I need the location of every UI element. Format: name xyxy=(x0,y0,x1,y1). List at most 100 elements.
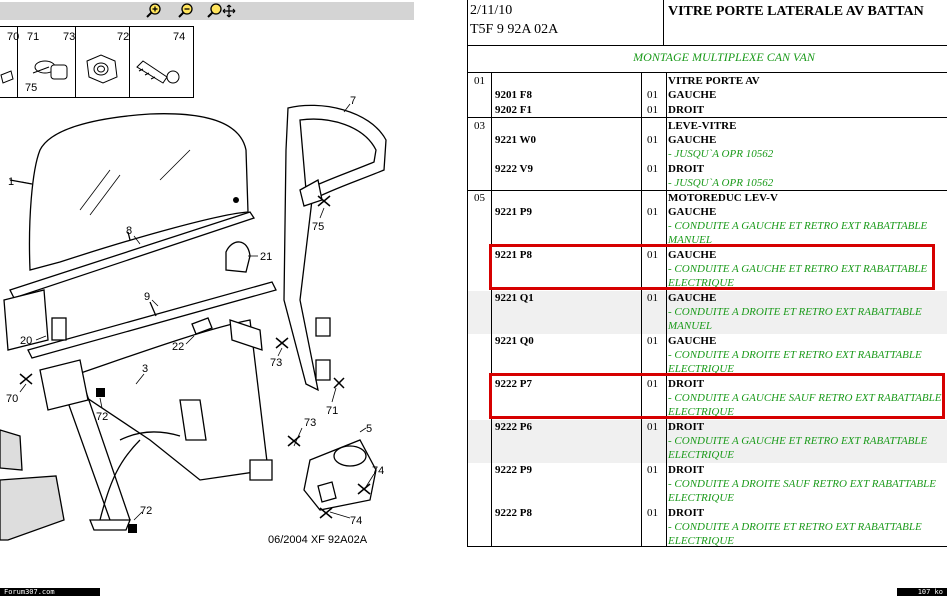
designation-text: DROIT xyxy=(668,104,705,116)
quantity: 01 xyxy=(647,249,658,261)
designation-text: LEVE-VITRE xyxy=(668,120,737,132)
legend-number: 71 xyxy=(27,31,40,43)
condition-text: - CONDUITE A GAUCHE SAUF RETRO EXT RABAT… xyxy=(668,392,942,404)
condition-text: MANUEL xyxy=(668,234,712,246)
designation-text: GAUCHE xyxy=(668,134,717,146)
part-reference: 9222 P6 xyxy=(495,421,532,433)
quantity: 01 xyxy=(647,104,658,116)
group-number: 01 xyxy=(474,75,485,87)
part-reference: 9221 W0 xyxy=(495,134,537,146)
condition-text: - CONDUITE A GAUCHE ET RETRO EXT RABATTA… xyxy=(668,220,928,232)
part-reference: 9201 F8 xyxy=(495,89,532,101)
row-shade xyxy=(468,291,947,334)
quantity: 01 xyxy=(647,89,658,101)
diagram-label: 75 xyxy=(312,221,324,233)
section-subtitle: MONTAGE MULTIPLEXE CAN VAN xyxy=(633,50,815,64)
diagram-label: 73 xyxy=(270,357,282,369)
highlight-box xyxy=(489,373,945,419)
condition-text: - CONDUITE A DROITE SAUF RETRO EXT RABAT… xyxy=(668,478,936,490)
part-reference: 9222 V9 xyxy=(495,163,533,175)
condition-text: - JUSQU`A OPR 10562 xyxy=(668,177,774,189)
quantity: 01 xyxy=(647,134,658,146)
quantity: 01 xyxy=(647,292,658,304)
condition-text: MANUEL xyxy=(668,320,712,332)
part-reference: 9222 P7 xyxy=(495,378,532,390)
designation-text: DROIT xyxy=(668,464,705,476)
parts-table xyxy=(467,0,947,546)
quantity: 01 xyxy=(647,507,658,519)
header-code: T5F 9 92A 02A xyxy=(470,22,559,37)
designation-text: GAUCHE xyxy=(668,335,717,347)
condition-text: ELECTRIQUE xyxy=(668,363,734,375)
designation-text: GAUCHE xyxy=(668,249,717,261)
quantity: 01 xyxy=(647,206,658,218)
diagram-reference: 06/2004 XF 92A02A xyxy=(268,534,368,546)
designation-text: VITRE PORTE AV xyxy=(668,75,760,87)
diagram-label: 71 xyxy=(326,405,338,417)
diagram-label: 73 xyxy=(304,417,316,429)
quantity: 01 xyxy=(647,378,658,390)
page-title: VITRE PORTE LATERALE AV BATTAN xyxy=(668,4,924,19)
legend-number: 72 xyxy=(117,31,130,43)
zoom-toolbar xyxy=(0,2,414,20)
fastener-drawings xyxy=(0,54,180,84)
condition-text: - CONDUITE A DROITE ET RETRO EXT RABATTA… xyxy=(668,521,922,533)
condition-text: - JUSQU`A OPR 10562 xyxy=(668,148,774,160)
diagram-label: 7 xyxy=(350,95,356,107)
condition-text: ELECTRIQUE xyxy=(668,277,734,289)
diagram-label: 8 xyxy=(126,225,132,237)
designation-text: GAUCHE xyxy=(668,292,717,304)
designation-text: DROIT xyxy=(668,421,705,433)
diagram-label: 21 xyxy=(260,251,272,263)
header-date: 2/11/10 xyxy=(470,3,513,18)
diagram-label: 74 xyxy=(372,465,384,477)
condition-text: ELECTRIQUE xyxy=(668,535,734,547)
designation-text: MOTOREDUC LEV-V xyxy=(668,192,778,204)
exploded-view-diagram: 7 1 8 21 75 9 20 22 73 3 70 72 71 73 5 7… xyxy=(0,95,387,541)
condition-text: - CONDUITE A DROITE ET RETRO EXT RABATTA… xyxy=(668,306,922,318)
legend-number: 73 xyxy=(63,31,76,43)
condition-text: ELECTRIQUE xyxy=(668,449,734,461)
designation-text: DROIT xyxy=(668,507,705,519)
table-row[interactable] xyxy=(468,103,947,119)
quantity: 01 xyxy=(647,421,658,433)
condition-text: - CONDUITE A GAUCHE ET RETRO EXT RABATTA… xyxy=(668,263,928,275)
diagram-label: 70 xyxy=(6,393,18,405)
footer-size: 107 ko xyxy=(897,588,947,596)
part-reference: 9221 P8 xyxy=(495,249,532,261)
diagram-label: 72 xyxy=(140,505,152,517)
diagram-label: 1 xyxy=(8,176,14,188)
designation-text: GAUCHE xyxy=(668,206,717,218)
legend-number: 74 xyxy=(173,31,186,43)
part-reference: 9222 P9 xyxy=(495,464,532,476)
zoom-in-icon[interactable] xyxy=(144,2,164,20)
part-reference: 9202 F1 xyxy=(495,104,532,116)
zoom-move-icon[interactable] xyxy=(206,2,236,20)
part-reference: 9221 P9 xyxy=(495,206,532,218)
condition-text: - CONDUITE A DROITE ET RETRO EXT RABATTA… xyxy=(668,349,922,361)
diagram-label: 20 xyxy=(20,335,32,347)
quantity: 01 xyxy=(647,163,658,175)
legend-number: 70 xyxy=(7,31,20,43)
diagram-label: 3 xyxy=(142,363,148,375)
designation-text: DROIT xyxy=(668,378,705,390)
quantity: 01 xyxy=(647,335,658,347)
diagram-label: 72 xyxy=(96,411,108,423)
fastener-legend: 70 71 73 72 74 75 xyxy=(0,26,194,98)
row-shade xyxy=(468,420,947,463)
highlight-box xyxy=(489,244,935,290)
part-reference: 9222 P8 xyxy=(495,507,532,519)
designation-text: GAUCHE xyxy=(668,89,717,101)
zoom-out-icon[interactable] xyxy=(176,2,196,20)
condition-text: ELECTRIQUE xyxy=(668,406,734,418)
part-reference: 9221 Q0 xyxy=(495,335,534,347)
footer-site: Forum307.com xyxy=(0,588,100,596)
condition-text: - CONDUITE A GAUCHE ET RETRO EXT RABATTA… xyxy=(668,435,928,447)
diagram-label: 74 xyxy=(350,515,362,527)
diagram-label: 22 xyxy=(172,341,184,353)
designation-text: DROIT xyxy=(668,163,705,175)
condition-text: ELECTRIQUE xyxy=(668,492,734,504)
part-reference: 9221 Q1 xyxy=(495,292,534,304)
diagram-label: 5 xyxy=(366,423,372,435)
legend-number: 75 xyxy=(25,82,38,94)
